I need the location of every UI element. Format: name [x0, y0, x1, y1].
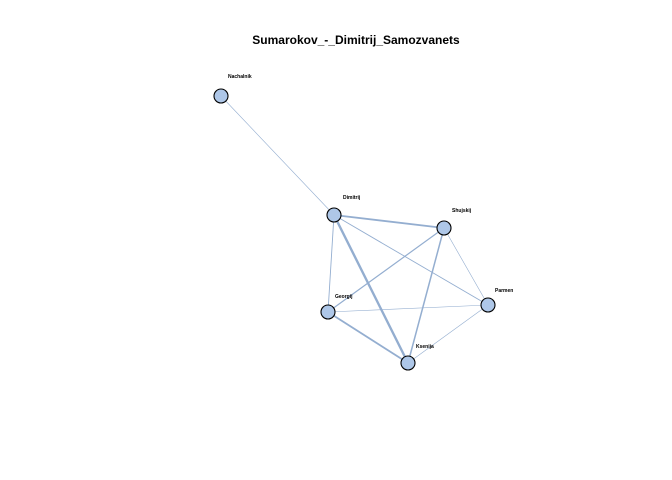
node-label-dimitrij: Dimitrij — [343, 195, 361, 201]
node-dimitrij[interactable] — [326, 207, 342, 223]
node-georgij[interactable] — [320, 304, 336, 320]
edge-ksenija-parmen — [407, 304, 489, 364]
node-label-ksenija: Ksenija — [416, 344, 434, 350]
edge-dimitrij-ksenija — [332, 213, 410, 365]
node-shujskij[interactable] — [436, 220, 452, 236]
edges-layer — [220, 95, 489, 365]
node-label-georgij: Georgij — [335, 294, 353, 300]
edge-georgij-ksenija — [327, 311, 409, 364]
node-label-nachalnik: Nachalnik — [228, 74, 252, 80]
edge-dimitrij-parmen — [333, 214, 489, 306]
edge-shujskij-georgij — [327, 227, 445, 313]
node-ksenija[interactable] — [400, 355, 416, 371]
edge-dimitrij-georgij — [327, 214, 335, 313]
node-parmen[interactable] — [480, 297, 496, 313]
edge-nachalnik-dimitrij — [220, 95, 335, 216]
node-label-parmen: Parmen — [495, 288, 513, 294]
edge-dimitrij-shujskij — [333, 214, 445, 229]
node-label-shujskij: Shujskij — [452, 208, 472, 214]
labels-layer: NachalnikDimitrijShujskijParmenGeorgijKs… — [228, 74, 513, 350]
edge-shujskij-parmen — [443, 227, 489, 306]
edge-georgij-parmen — [327, 304, 489, 313]
node-nachalnik[interactable] — [213, 88, 229, 104]
graph-title: Sumarokov_-_Dimitrij_Samozvanets — [252, 33, 460, 47]
nodes-layer — [213, 88, 496, 371]
edge-shujskij-ksenija — [407, 227, 445, 364]
